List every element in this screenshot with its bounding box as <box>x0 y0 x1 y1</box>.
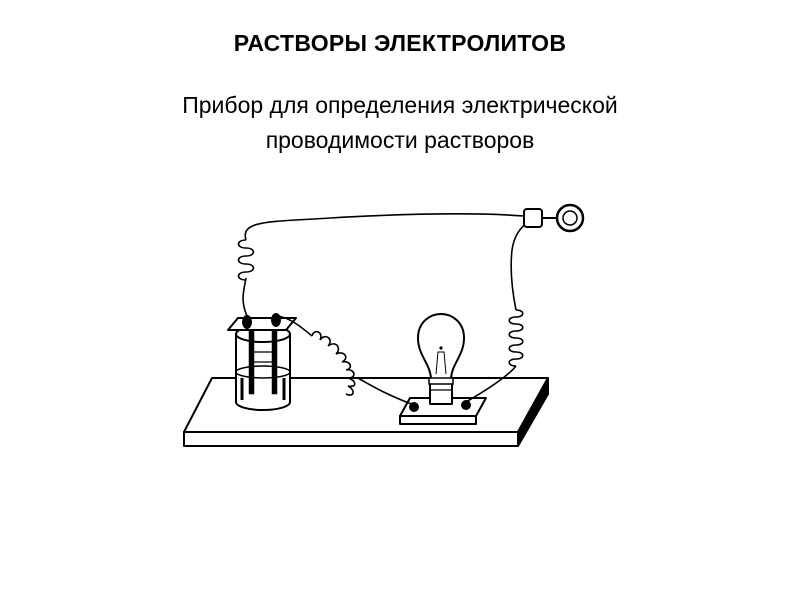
wire-beaker-to-plug <box>237 213 525 317</box>
electrolyte-beaker <box>235 325 291 411</box>
electrodes <box>248 327 278 395</box>
electrode-holder <box>227 313 297 331</box>
wire-socket-to-plug <box>465 221 529 403</box>
power-plug <box>523 203 585 233</box>
light-bulb <box>416 312 466 385</box>
slide-subtitle: Прибор для определения электрической про… <box>100 88 700 158</box>
subtitle-line-1: Прибор для определения электрической <box>182 92 618 118</box>
slide-title: РАСТВОРЫ ЭЛЕКТРОЛИТОВ <box>233 30 567 56</box>
wire-beaker-to-socket <box>277 315 415 406</box>
subtitle-line-2: проводимости растворов <box>265 127 535 153</box>
